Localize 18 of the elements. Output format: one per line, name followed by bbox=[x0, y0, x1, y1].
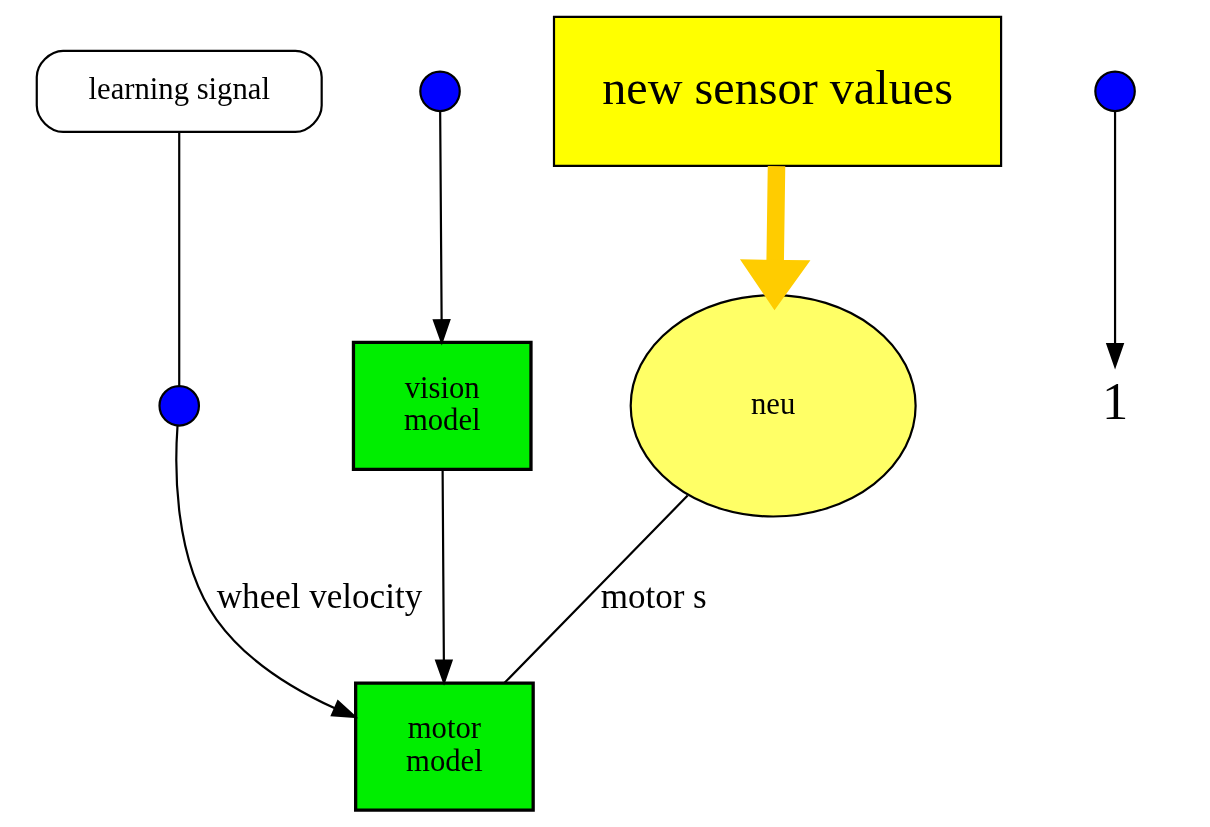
arrow bbox=[174, 425, 358, 719]
node-text: 1 bbox=[1101, 372, 1128, 431]
node-ellipse: neu bbox=[629, 294, 917, 518]
node-box: learning signal bbox=[35, 49, 323, 133]
arrow bbox=[739, 166, 810, 311]
node-box: motor model bbox=[353, 681, 535, 812]
node-box: vision model bbox=[351, 340, 533, 472]
arrow bbox=[431, 111, 451, 346]
node-box: new sensor values bbox=[552, 15, 1002, 167]
node-circle bbox=[1093, 70, 1136, 113]
edge-label: motor s bbox=[600, 577, 707, 617]
edge-label: wheel velocity bbox=[216, 577, 422, 617]
connector bbox=[177, 132, 180, 386]
node-circle bbox=[157, 385, 200, 427]
connector bbox=[503, 494, 688, 684]
arrow bbox=[1105, 111, 1124, 370]
arrow bbox=[434, 469, 453, 686]
node-circle bbox=[418, 70, 461, 113]
